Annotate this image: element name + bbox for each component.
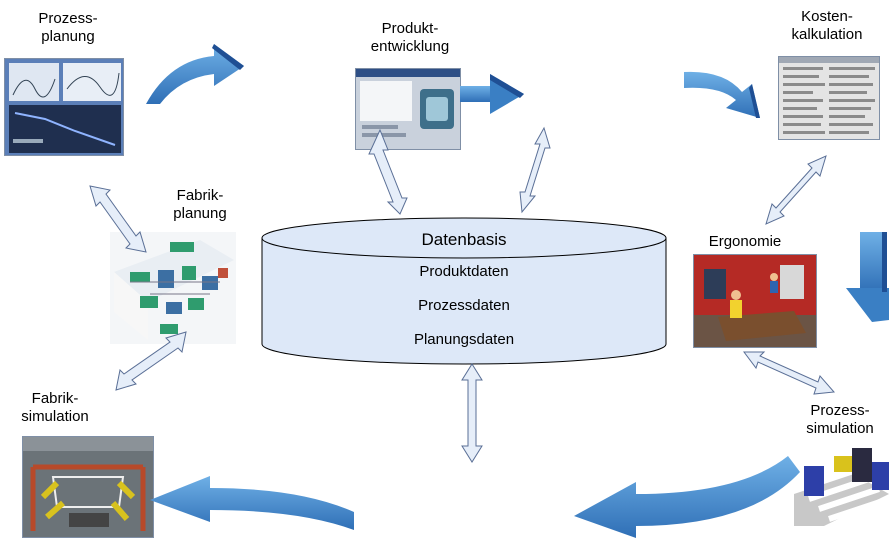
database-cylinder — [261, 217, 667, 365]
label-prozesssimulation-line2: simulation — [806, 420, 874, 437]
thumb-ergonomie-scene — [693, 254, 817, 348]
label-produktentwicklung-line2: entwicklung — [370, 38, 450, 55]
label-kostenkalkulation-line1: Kosten- — [801, 8, 853, 25]
label-fabrikplanung-line2: planung — [173, 205, 227, 222]
label-kostenkalkulation-line2: kalkulation — [791, 26, 863, 43]
double-arrow-ergonomie-prozesssimulation — [743, 351, 836, 395]
prozessplanung-screenshot-graphic — [5, 59, 123, 155]
label-fabriksimulation: Fabrik- simulation — [5, 390, 105, 426]
label-prozesssimulation-line1: Prozess- — [810, 402, 870, 419]
fabrikplanung-layout-graphic — [114, 240, 234, 340]
thumb-produktentwicklung-screenshot — [355, 68, 461, 150]
label-fabrikplanung: Fabrik- planung — [150, 187, 250, 223]
label-prozessplanung-line2: planung — [41, 28, 95, 45]
label-fabrikplanung-line1: Fabrik- — [176, 187, 224, 204]
database-title: Datenbasis — [421, 230, 507, 249]
label-produktentwicklung: Produkt- entwicklung — [355, 20, 465, 56]
label-prozessplanung: Prozess- planung — [18, 10, 118, 46]
double-arrow-fabrikplanung-fabriksimulation — [115, 331, 187, 391]
prozesssimulation-scene-graphic — [794, 448, 889, 526]
arrow-produktentwicklung-to-kostenkalkulation — [460, 74, 524, 114]
arrow-prozesssimulation-to-datenbasis — [574, 456, 800, 538]
database-item-produktdaten: Produktdaten — [419, 263, 509, 280]
thumb-prozessplanung-screenshot — [4, 58, 124, 156]
label-prozessplanung-line1: Prozess- — [38, 10, 98, 27]
database-item-prozessdaten: Prozessdaten — [418, 297, 510, 314]
database-item-planungsdaten: Planungsdaten — [413, 331, 515, 348]
ergonomie-scene-graphic — [694, 255, 816, 347]
thumb-fabriksimulation-scene — [22, 436, 154, 538]
fabriksimulation-scene-graphic — [23, 437, 153, 537]
label-fabriksimulation-line2: simulation — [21, 408, 89, 425]
thumb-fabrikplanung-layout — [110, 232, 236, 344]
label-produktentwicklung-line1: Produkt- — [381, 20, 439, 37]
label-ergonomie-line1: Ergonomie — [708, 233, 782, 250]
arrow-down-right-edge — [846, 232, 889, 322]
double-arrow-datenbasis-down — [461, 363, 483, 463]
arrow-prozessplanung-to-produktentwicklung — [146, 44, 244, 104]
double-arrow-produktentwicklung-datenbasis-right — [519, 126, 551, 214]
thumb-prozesssimulation-scene — [794, 444, 889, 526]
label-fabriksimulation-line1: Fabrik- — [31, 390, 79, 407]
label-kostenkalkulation: Kosten- kalkulation — [772, 8, 882, 44]
double-arrow-prozessplanung-fabrikplanung — [89, 185, 147, 253]
double-arrow-kostenkalkulation-ergonomie — [765, 155, 827, 225]
arrow-to-kostenkalkulation — [684, 71, 760, 118]
arrow-datenbasis-to-fabriksimulation — [150, 476, 354, 530]
produktentwicklung-screenshot-graphic — [356, 69, 460, 149]
label-prozesssimulation: Prozess- simulation — [790, 402, 889, 438]
label-ergonomie: Ergonomie — [690, 233, 800, 251]
kostenkalkulation-screenshot-graphic — [779, 57, 879, 139]
thumb-kostenkalkulation-screenshot — [778, 56, 880, 140]
double-arrow-produktentwicklung-datenbasis-left — [368, 128, 408, 215]
